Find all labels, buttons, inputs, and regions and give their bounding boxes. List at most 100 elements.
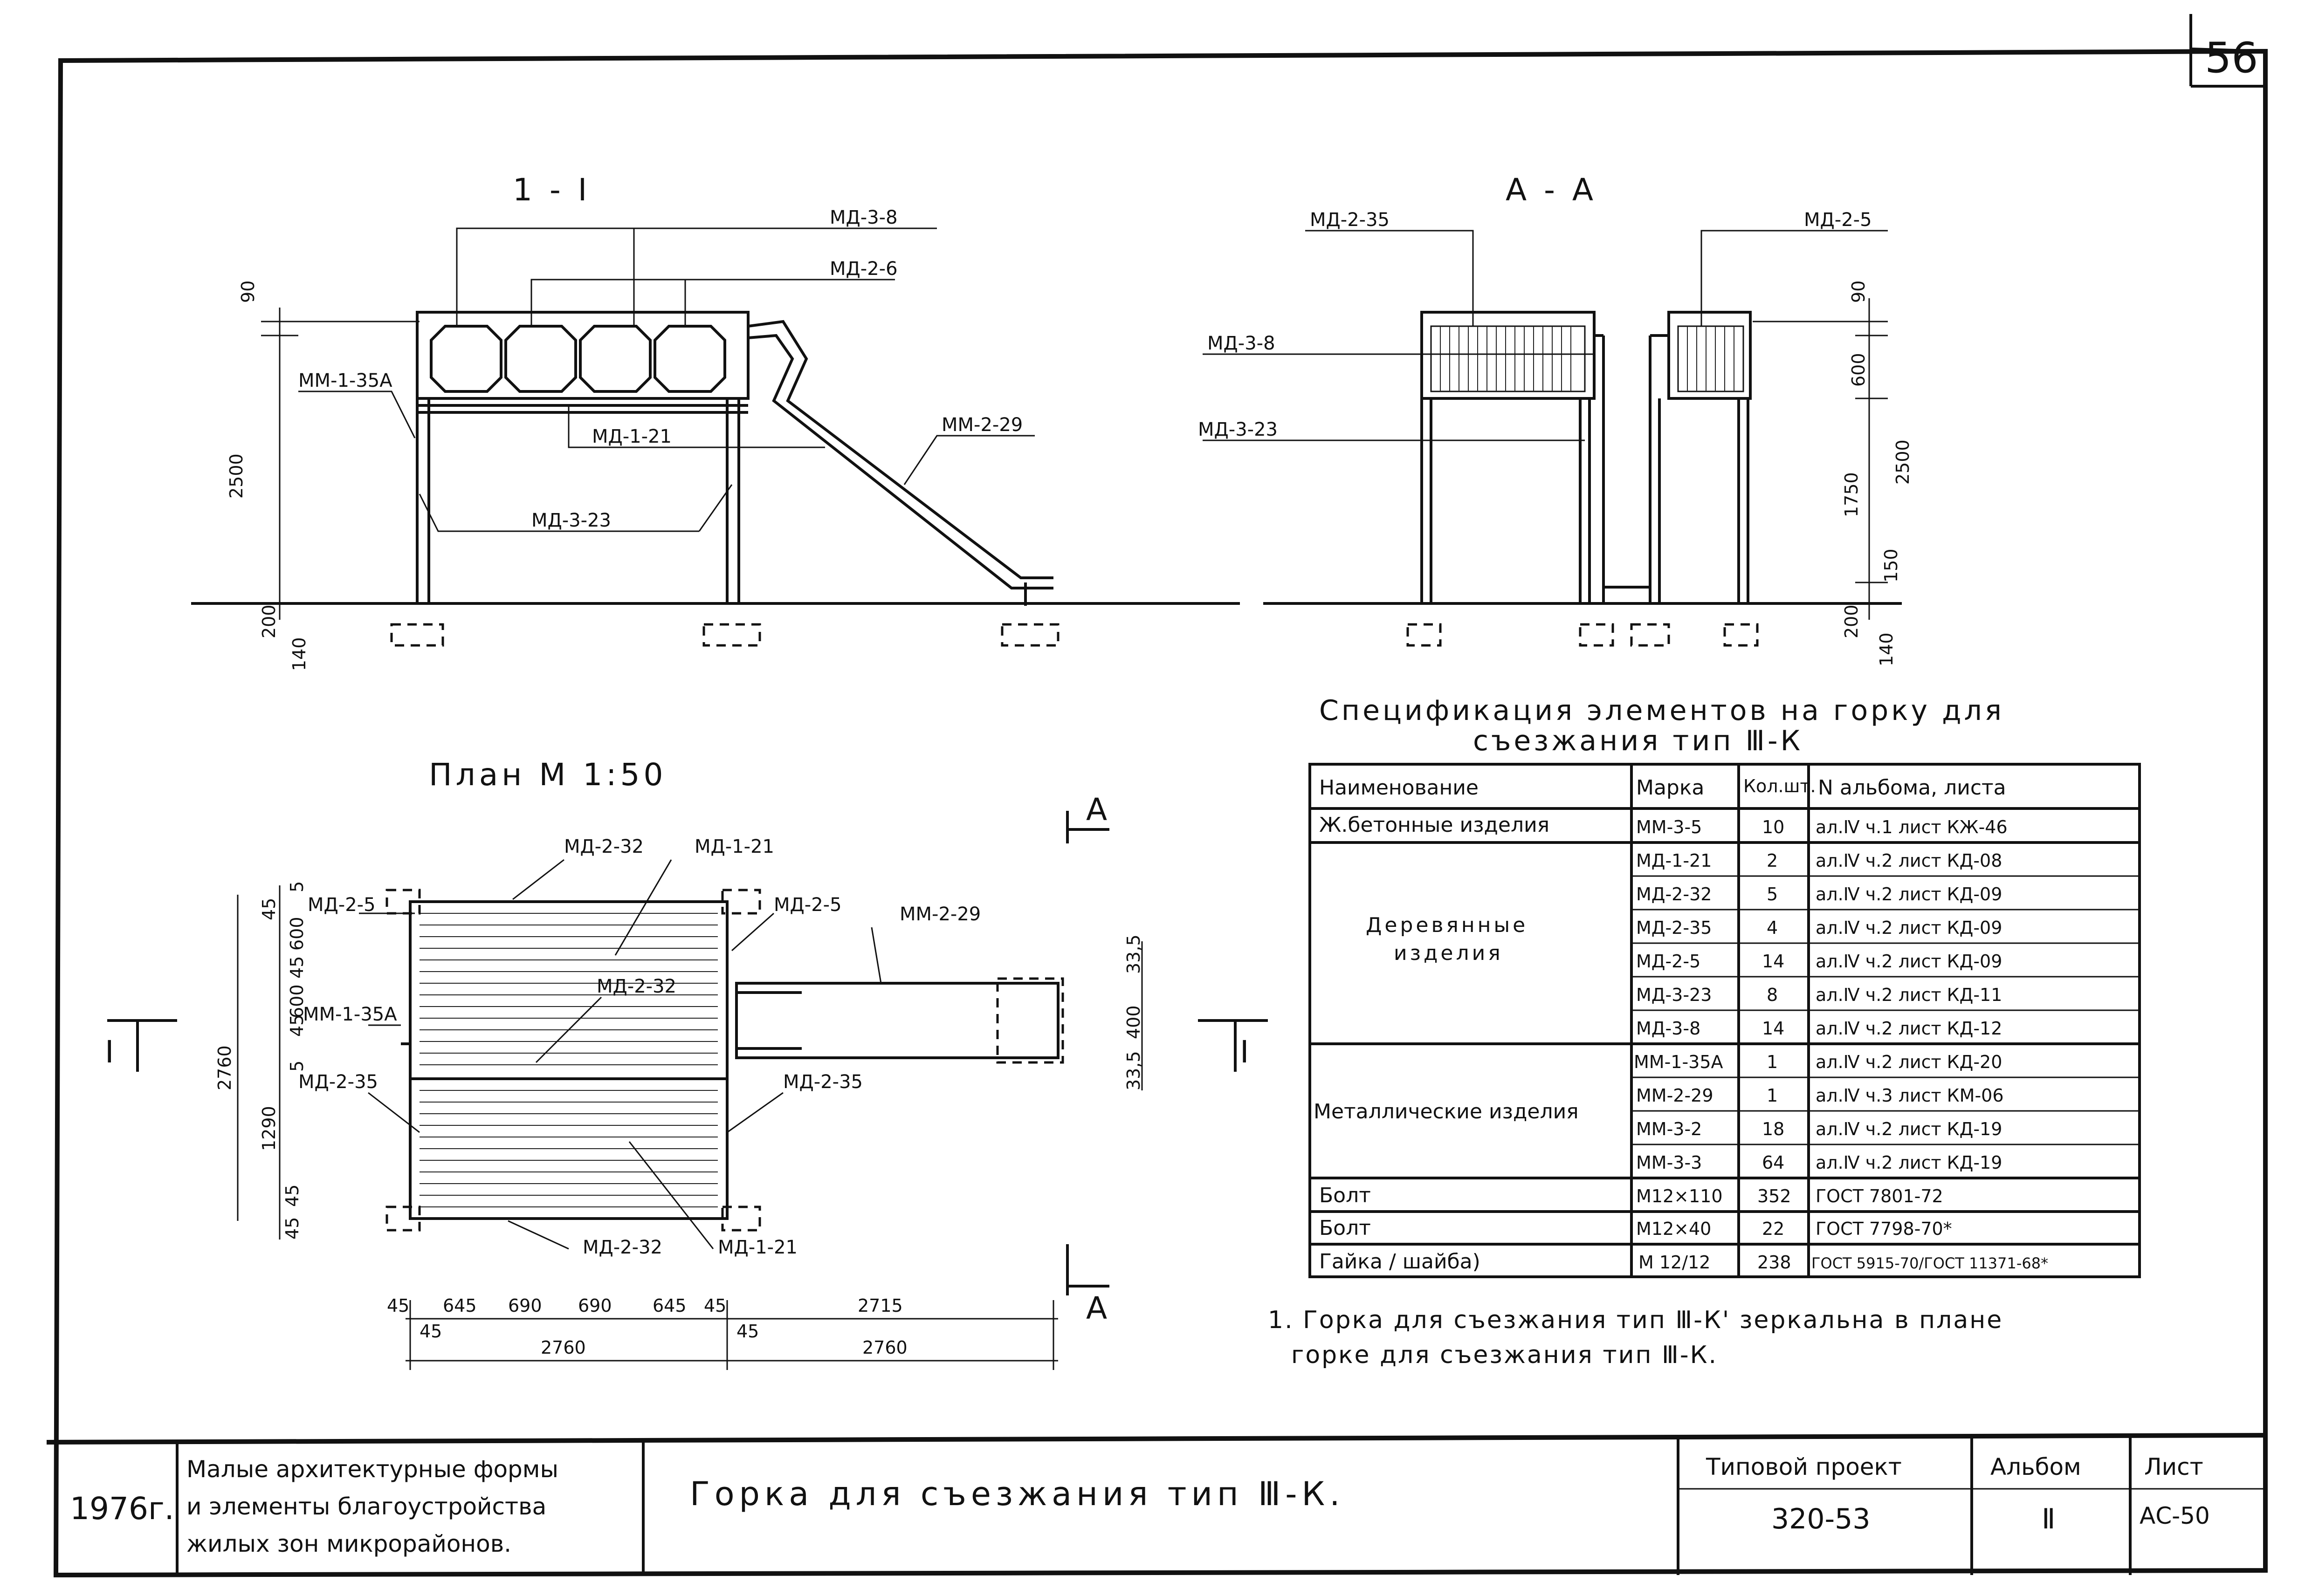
svg-text:64: 64 xyxy=(1762,1152,1784,1173)
svg-text:Болт: Болт xyxy=(1319,1184,1371,1207)
tower-right-slats xyxy=(1687,326,1734,391)
tb-album-label: Альбом xyxy=(1990,1453,2081,1480)
svg-text:238: 238 xyxy=(1757,1252,1791,1273)
svg-text:ММ-2-29: ММ-2-29 xyxy=(900,904,981,925)
svg-text:А: А xyxy=(1086,1290,1111,1326)
svg-text:Металлические изделия: Металлические изделия xyxy=(1314,1100,1579,1123)
slide-plan xyxy=(735,982,1060,1059)
tb-project-label: Типовой проект xyxy=(1706,1453,1902,1480)
svg-text:150: 150 xyxy=(1881,548,1901,582)
svg-text:ал.Ⅳ ч.2 лист КД-19: ал.Ⅳ ч.2 лист КД-19 xyxy=(1816,1119,2002,1139)
svg-text:45: 45 xyxy=(282,1217,303,1240)
label-md-3-23-aa: МД-3-23 xyxy=(1198,419,1278,440)
svg-text:2760: 2760 xyxy=(862,1337,908,1358)
svg-text:140: 140 xyxy=(1876,632,1897,666)
svg-text:М 12/12: М 12/12 xyxy=(1638,1252,1710,1273)
label-mm-2-29: ММ-2-29 xyxy=(942,414,1023,436)
svg-text:14: 14 xyxy=(1762,1018,1784,1039)
svg-text:ММ-3-2: ММ-3-2 xyxy=(1636,1119,1702,1139)
svg-text:МД-2-5: МД-2-5 xyxy=(308,894,376,916)
svg-text:МД-2-32: МД-2-32 xyxy=(597,976,676,997)
label-md-2-5: МД-2-5 xyxy=(1804,209,1872,231)
svg-text:М12×110: М12×110 xyxy=(1636,1186,1723,1206)
svg-text:1750: 1750 xyxy=(1841,472,1862,517)
svg-text:45: 45 xyxy=(259,898,279,920)
dim-200: 200 xyxy=(259,604,279,638)
svg-text:ГОСТ 5915-70/ГОСТ 11371-68*: ГОСТ 5915-70/ГОСТ 11371-68* xyxy=(1811,1254,2048,1272)
slide-top xyxy=(748,320,1053,579)
tb-drawing-title: Горка для съезжания тип Ⅲ-К. xyxy=(690,1475,1344,1513)
dim-140: 140 xyxy=(289,637,310,671)
label-md-3-8: МД-3-8 xyxy=(830,207,898,228)
label-md-3-8-aa: МД-3-8 xyxy=(1207,333,1275,354)
leader-md121 xyxy=(568,405,825,448)
svg-text:МД-1-21: МД-1-21 xyxy=(695,836,774,857)
tb-project-value: 320-53 xyxy=(1771,1503,1871,1535)
svg-text:352: 352 xyxy=(1757,1186,1791,1206)
svg-text:2760: 2760 xyxy=(541,1337,586,1358)
svg-text:ММ-1-35А: ММ-1-35А xyxy=(303,1004,397,1025)
svg-text:600: 600 xyxy=(287,984,307,1018)
svg-text:14: 14 xyxy=(1762,951,1784,972)
leader-md38 xyxy=(456,227,937,326)
svg-text:18: 18 xyxy=(1762,1119,1784,1139)
svg-text:ГОСТ 7798-70*: ГОСТ 7798-70* xyxy=(1816,1219,1952,1239)
deck-bottom-boards xyxy=(420,1090,718,1207)
footing-left xyxy=(390,623,444,647)
svg-text:ММ-3-3: ММ-3-3 xyxy=(1636,1152,1702,1173)
tb-sheet-label: Лист xyxy=(2144,1453,2203,1480)
tb-series-3: жилых зон микрорайонов. xyxy=(186,1530,511,1557)
label-md-2-6: МД-2-6 xyxy=(830,258,898,280)
title-block: 1976г. Малые архитектурные формы и элеме… xyxy=(46,1433,2266,1575)
svg-text:I: I xyxy=(1240,1034,1252,1070)
svg-text:МД-3-23: МД-3-23 xyxy=(1636,985,1712,1005)
spec-header-name: Наименование xyxy=(1319,776,1479,800)
svg-text:600: 600 xyxy=(1848,353,1869,387)
tb-year: 1976г. xyxy=(70,1491,174,1527)
label-md-1-21: МД-1-21 xyxy=(592,426,672,447)
svg-text:200: 200 xyxy=(1841,604,1862,638)
svg-text:690: 690 xyxy=(578,1295,612,1316)
drawing-note: 1. Горка для съезжания тип Ⅲ-К' зеркальн… xyxy=(1268,1306,2002,1369)
svg-text:МД-2-35: МД-2-35 xyxy=(298,1071,378,1093)
svg-text:Ж.бетонные изделия: Ж.бетонные изделия xyxy=(1319,813,1549,837)
section-1-1: 1 - I МД-3-8 МД-2-6 xyxy=(191,172,1240,671)
svg-text:ал.Ⅳ ч.2 лист КД-11: ал.Ⅳ ч.2 лист КД-11 xyxy=(1816,985,2002,1005)
svg-text:45: 45 xyxy=(420,1321,442,1342)
svg-text:ГОСТ 7801-72: ГОСТ 7801-72 xyxy=(1816,1186,1943,1206)
svg-text:45: 45 xyxy=(736,1321,759,1342)
tb-album-value: Ⅱ xyxy=(2042,1503,2056,1535)
tower-right-box xyxy=(1667,311,1752,400)
svg-text:ал.Ⅳ ч.1 лист КЖ-46: ал.Ⅳ ч.1 лист КЖ-46 xyxy=(1816,817,2008,837)
dim-2500: 2500 xyxy=(226,453,247,499)
svg-text:ал.Ⅳ ч.2 лист КД-09: ал.Ⅳ ч.2 лист КД-09 xyxy=(1816,951,2002,972)
svg-text:ММ-3-5: ММ-3-5 xyxy=(1636,817,1702,837)
svg-text:45: 45 xyxy=(282,1185,303,1207)
svg-text:МД-3-8: МД-3-8 xyxy=(1636,1018,1700,1039)
section-a-a: А - А xyxy=(1198,172,1913,666)
leader-md323 xyxy=(419,484,733,532)
svg-text:I: I xyxy=(105,1034,117,1070)
svg-text:МД-2-5: МД-2-5 xyxy=(774,894,842,916)
label-mm-1-35a: ММ-1-35А xyxy=(298,370,392,391)
spec-frame xyxy=(1308,763,2141,1278)
svg-text:645: 645 xyxy=(653,1295,687,1316)
plan-title: План М 1:50 xyxy=(429,757,667,793)
svg-text:45: 45 xyxy=(287,1014,307,1037)
svg-text:МД-2-35: МД-2-35 xyxy=(1636,918,1712,938)
svg-text:А: А xyxy=(1086,792,1111,828)
svg-text:22: 22 xyxy=(1762,1219,1784,1239)
section-a-a-title: А - А xyxy=(1506,172,1597,208)
spec-title-line2: съезжания тип Ⅲ-К xyxy=(1473,725,1803,757)
svg-text:33,5: 33,5 xyxy=(1123,934,1144,974)
svg-text:645: 645 xyxy=(443,1295,477,1316)
svg-text:90: 90 xyxy=(1848,281,1869,303)
svg-text:45: 45 xyxy=(704,1295,726,1316)
svg-text:ал.Ⅳ ч.2 лист КД-20: ал.Ⅳ ч.2 лист КД-20 xyxy=(1816,1052,2002,1072)
slide-bottom xyxy=(748,334,1053,589)
svg-text:ал.Ⅳ ч.2 лист КД-09: ал.Ⅳ ч.2 лист КД-09 xyxy=(1816,918,2002,938)
label-md-2-35: МД-2-35 xyxy=(1310,209,1390,231)
svg-text:4: 4 xyxy=(1767,918,1778,938)
svg-text:45: 45 xyxy=(287,956,307,979)
